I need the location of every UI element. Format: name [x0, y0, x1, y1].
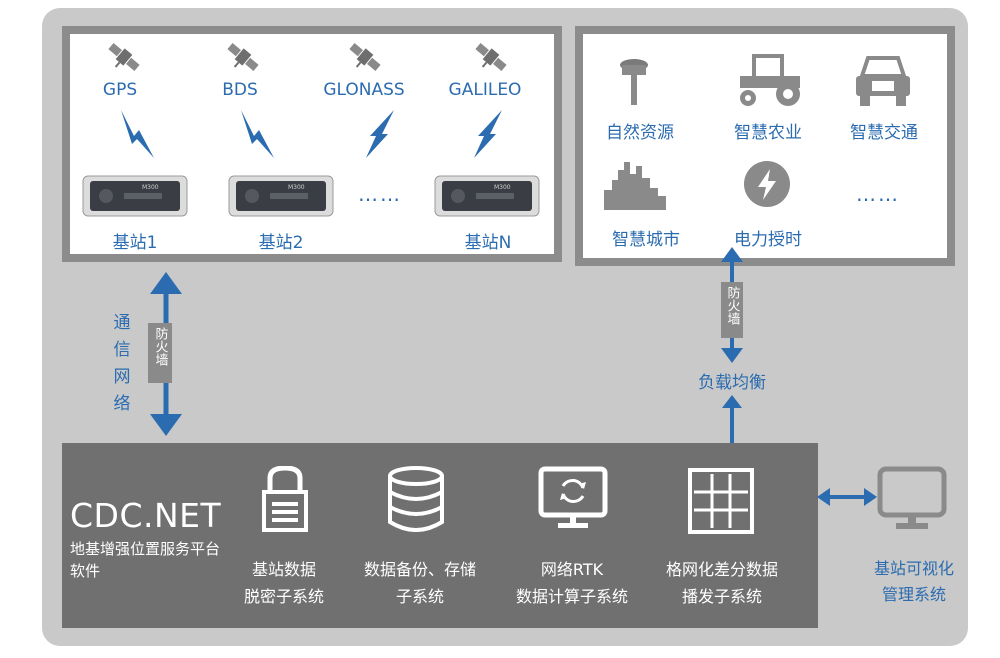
car-icon [856, 56, 910, 106]
lock-icon [262, 466, 308, 532]
station-ellipsis: …… [358, 182, 402, 206]
subsystem-line1: 格网化差分数据 [665, 560, 779, 579]
signal-bolt-icon [121, 110, 154, 158]
satellite-icon [108, 43, 140, 71]
station-label-n: 基站N [464, 233, 512, 253]
subsystem-line2: 脱密子系统 [243, 587, 325, 606]
satellite-icon [227, 43, 259, 71]
subsystem-decrypt: 基站数据 脱密子系统 [244, 556, 324, 610]
city-skyline-icon [604, 162, 666, 210]
base-station-device: M300 [434, 175, 540, 217]
platform-subtitle: 地基增强位置服务平台软件 [70, 540, 221, 580]
management-system-label: 基站可视化 管理系统 [862, 556, 966, 608]
station-model-text: M300 [494, 184, 511, 191]
app-ellipsis: …… [856, 182, 900, 206]
grid-icon [688, 468, 754, 534]
satellite-icon [349, 43, 381, 71]
satellite-label-glonass: GLONASS [323, 80, 405, 100]
subsystem-backup-storage: 数据备份、存储 子系统 [364, 556, 476, 610]
station-label-2: 基站2 [258, 233, 304, 253]
app-label-power-timing: 电力授时 [734, 230, 802, 250]
satellite-label-bds: BDS [222, 80, 258, 100]
station-model-text: M300 [142, 184, 159, 191]
subsystem-line2: 子系统 [395, 587, 445, 606]
management-line2: 管理系统 [881, 585, 946, 604]
gnss-receiver-icon [620, 59, 648, 105]
comm-network-label: 通信网络 [113, 313, 131, 414]
app-label-natural-resources: 自然资源 [606, 123, 674, 143]
firewall-label: 防火墙 [724, 286, 740, 325]
subsystem-line1: 数据备份、存储 [363, 560, 477, 579]
applications-panel [575, 26, 955, 266]
subsystem-line2: 数据计算子系统 [515, 587, 629, 606]
firewall-label: 防火墙 [152, 327, 168, 366]
monitor-icon [877, 466, 947, 529]
satellite-label-galileo: GALILEO [448, 80, 522, 100]
subsystem-line1: 基站数据 [251, 560, 317, 579]
app-label-smart-city: 智慧城市 [612, 230, 680, 250]
tractor-icon [740, 54, 800, 106]
subsystem-line1: 网络RTK [540, 560, 604, 579]
subsystem-grid-broadcast: 格网化差分数据 播发子系统 [666, 556, 778, 610]
lightning-icon [744, 161, 790, 207]
base-station-device: M300 [228, 175, 334, 217]
monitor-refresh-icon [538, 466, 608, 528]
app-label-smart-transport: 智慧交通 [850, 123, 918, 143]
signal-bolt-icon [366, 110, 394, 158]
signal-bolt-icon [474, 110, 502, 158]
platform-title: CDC.NET [70, 496, 222, 535]
satellite-station-panel [62, 26, 562, 262]
satellite-label-gps: GPS [102, 80, 138, 100]
database-icon [388, 466, 444, 532]
firewall-badge: 防火墙 [148, 323, 172, 383]
satellite-icon [475, 43, 507, 71]
firewall-badge: 防火墙 [721, 282, 743, 338]
base-station-device: M300 [82, 175, 188, 217]
management-double-arrow [817, 488, 877, 506]
management-line1: 基站可视化 [873, 559, 954, 578]
subsystem-line2: 播发子系统 [681, 587, 763, 606]
station-label-1: 基站1 [112, 233, 158, 253]
subsystem-network-rtk: 网络RTK 数据计算子系统 [516, 556, 628, 610]
station-model-text: M300 [288, 184, 305, 191]
load-balance-label: 负载均衡 [698, 373, 766, 393]
signal-bolt-icon [241, 110, 274, 158]
app-label-smart-agriculture: 智慧农业 [734, 123, 802, 143]
